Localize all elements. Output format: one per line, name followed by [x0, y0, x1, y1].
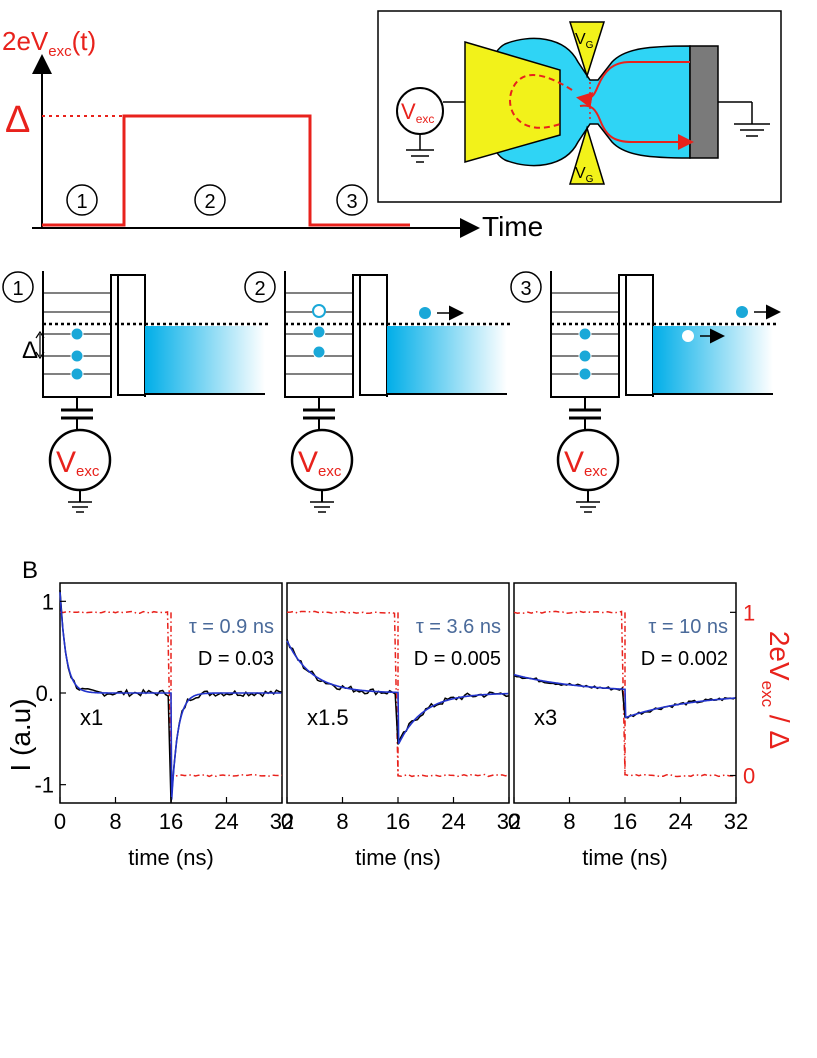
x-axis-label: time (ns) — [355, 845, 441, 870]
tau-annotation: τ = 0.9 ns — [189, 616, 274, 638]
ohmic-contact — [689, 45, 719, 159]
empty-state — [312, 304, 326, 318]
exponential-fit — [513, 673, 736, 719]
vg-bottom-label: VG — [575, 165, 594, 185]
tunnel-barrier — [625, 274, 654, 396]
x-tick-label: 8 — [109, 809, 121, 834]
vexc-label: Vexc — [56, 446, 100, 480]
level-step-label: 2 — [254, 278, 265, 300]
step-marker-2: 2 — [194, 184, 226, 216]
x-tick-label: 24 — [668, 809, 692, 834]
emitted-electron — [419, 307, 431, 319]
x-tick-label: 32 — [724, 809, 748, 834]
pulse-trace — [42, 114, 410, 227]
delta-bracket-heads — [35, 330, 45, 360]
vexc-label: Vexc — [298, 446, 342, 480]
d-annotation: D = 0.03 — [198, 648, 274, 670]
level-delta-label: Δ — [22, 337, 38, 364]
y-tick-label: 1 — [42, 589, 54, 614]
x-tick-label: 24 — [441, 809, 465, 834]
chart-panel-3: 0 8 16 24 32 time (ns) τ = 10 ns D = 0.002 x3 — [508, 582, 748, 870]
pulse-ylabel: 2eVexc(t) — [2, 26, 96, 60]
lead-fermi-sea — [387, 326, 507, 394]
electron-dot — [578, 349, 592, 363]
panel-b-ylabel: I (a.u) — [5, 698, 36, 771]
x-tick-label: 24 — [214, 809, 238, 834]
vexc-label: Vexc — [401, 99, 434, 126]
edge-state-bottom — [579, 104, 694, 150]
emitted-electron — [736, 306, 748, 318]
tunnel-barrier — [359, 274, 388, 396]
x-tick-label: 16 — [613, 809, 637, 834]
x-tick-label: 8 — [563, 809, 575, 834]
right-y-tick-label: 0 — [743, 764, 755, 789]
panel-b-right-label: 2eVexc / Δ — [758, 631, 795, 749]
vexc-label: Vexc — [564, 446, 608, 480]
qpc-gate-top — [568, 21, 606, 79]
right-y-tick-label: 1 — [743, 600, 755, 625]
excitation-trace — [286, 610, 510, 778]
d-annotation: D = 0.002 — [641, 648, 728, 670]
x-tick-label: 32 — [270, 809, 294, 834]
electron-dot — [312, 325, 326, 339]
tau-annotation: τ = 10 ns — [648, 616, 728, 638]
level-step-circle — [510, 271, 542, 303]
electron-dot — [70, 327, 84, 341]
scale-multiplier: x1 — [80, 705, 103, 730]
electron-dot — [70, 349, 84, 363]
svg-text:1: 1 — [76, 191, 87, 213]
electron-dot — [578, 327, 592, 341]
x-tick-label: 0 — [281, 809, 293, 834]
level-diagram-1: 1Δ Vexc — [2, 271, 268, 513]
pulse-delta-label: Δ — [5, 99, 30, 141]
pulse-xlabel: Time — [482, 211, 543, 242]
x-tick-label: 0 — [508, 809, 520, 834]
level-step-circle — [244, 271, 276, 303]
lead-fermi-sea — [145, 326, 265, 394]
chart-panel-1: 0 8 16 24 32 time (ns) τ = 0.9 ns D = 0.03 x1 — [54, 582, 294, 870]
electron-dot — [578, 367, 592, 381]
x-tick-label: 8 — [336, 809, 348, 834]
chart-panel-2: 0 8 16 24 32 time (ns) τ = 3.6 ns D = 0.005 x1.5 — [281, 582, 521, 870]
device-schematic: VG VG Vexc — [377, 10, 782, 203]
svg-text:2: 2 — [204, 191, 215, 213]
electron-dot — [312, 345, 326, 359]
level-step-label: 3 — [520, 278, 531, 300]
x-axis-label: time (ns) — [582, 845, 668, 870]
dot-gate-electrode — [464, 40, 561, 163]
vg-top-label: VG — [575, 31, 594, 51]
exponential-fit — [59, 592, 282, 800]
tunnel-barrier — [117, 274, 146, 396]
scale-multiplier: x1.5 — [307, 705, 349, 730]
level-step-label: 1 — [12, 278, 23, 300]
y-tick-label: -1 — [34, 773, 54, 798]
x-tick-label: 16 — [159, 809, 183, 834]
x-tick-label: 32 — [497, 809, 521, 834]
scale-multiplier: x3 — [534, 705, 557, 730]
pulse-diagram: 2eVexc(t) Δ Time 1 2 3 — [2, 26, 543, 242]
x-axis-label: time (ns) — [128, 845, 214, 870]
panel-b-label: B — [22, 557, 38, 584]
level-step-circle — [2, 271, 34, 303]
tau-annotation: τ = 3.6 ns — [416, 616, 501, 638]
svg-text:3: 3 — [346, 191, 357, 213]
y-tick-label: 0. — [36, 681, 54, 706]
exponential-fit — [286, 640, 509, 745]
emitted-hole — [682, 330, 694, 342]
step-marker-1: 1 — [66, 184, 98, 216]
qpc-gate-bottom — [568, 125, 606, 185]
panel-b-charts: B I (a.u) 2eVexc / Δ 0 8 16 24 32 time (ns) τ … — [5, 557, 795, 870]
step-marker-3: 3 — [336, 184, 368, 216]
x-tick-label: 16 — [386, 809, 410, 834]
electron-dot — [70, 367, 84, 381]
d-annotation: D = 0.005 — [414, 648, 501, 670]
edge-state-top — [576, 61, 690, 108]
x-tick-label: 0 — [54, 809, 66, 834]
